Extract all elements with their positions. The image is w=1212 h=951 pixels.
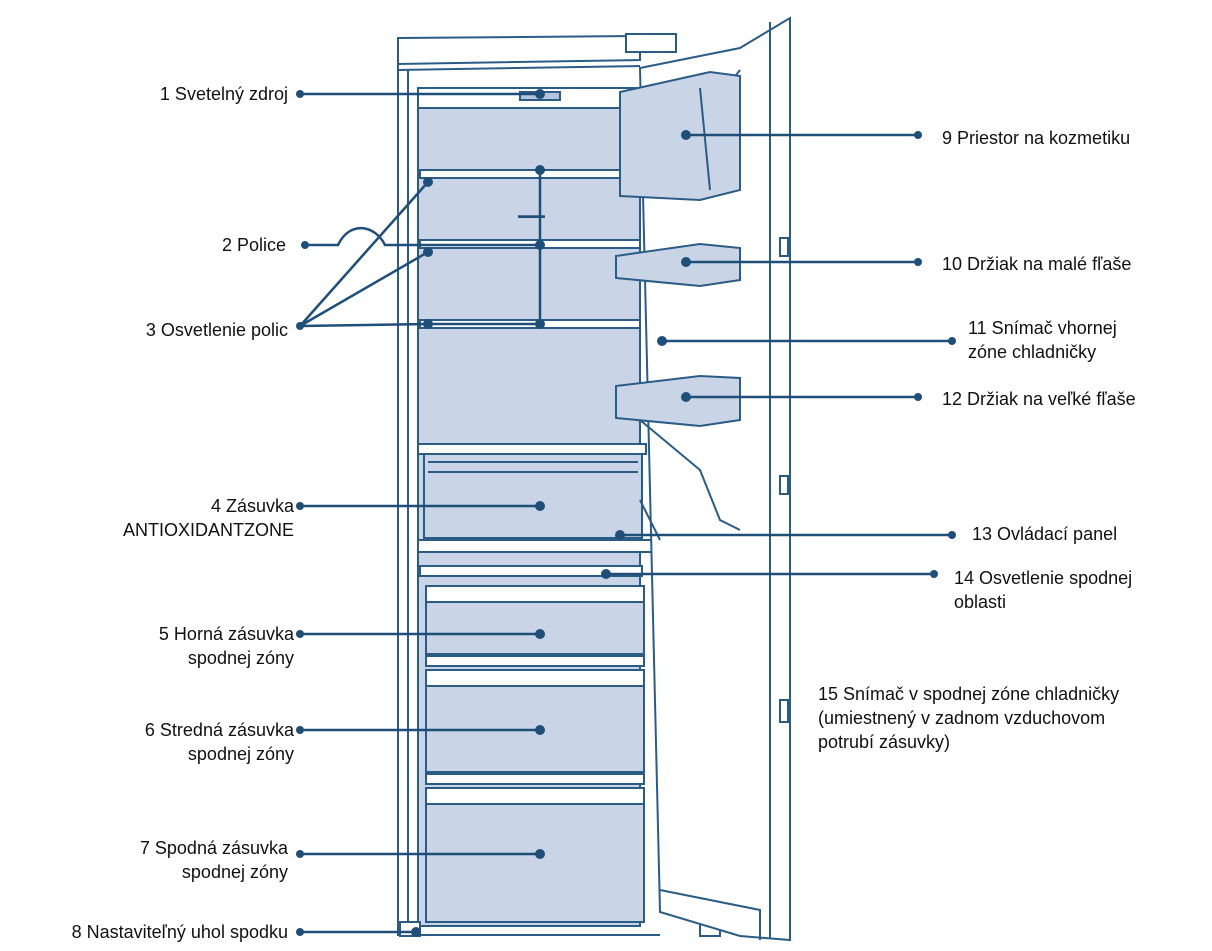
dot-1b bbox=[535, 89, 545, 99]
antioxidant-drawer bbox=[417, 443, 647, 539]
label-lower-zone-sensor: 15 Snímač v spodnej zóne chladničky (umi… bbox=[818, 684, 1120, 752]
dot-9a bbox=[681, 130, 691, 140]
dot-11b bbox=[948, 337, 956, 345]
dot-14a bbox=[601, 569, 611, 579]
dot-8a bbox=[296, 928, 304, 936]
dot-3a bbox=[296, 322, 304, 330]
dot-11a bbox=[657, 336, 667, 346]
label-light-source: 1 Svetelný zdroj bbox=[159, 84, 288, 104]
label-small-bottle-holder: 10 Držiak na malé fľaše bbox=[942, 254, 1132, 274]
dot-12b bbox=[914, 393, 922, 401]
dot-7b bbox=[535, 849, 545, 859]
label-cosmetics-compartment: 9 Priestor na kozmetiku bbox=[942, 128, 1131, 148]
callout-lines bbox=[299, 92, 952, 934]
dot-3c bbox=[423, 247, 433, 257]
label-upper-drawer: 5 Horná zásuvka spodnej zóny bbox=[158, 624, 294, 668]
dot-2c bbox=[535, 240, 545, 250]
dot-6a bbox=[296, 726, 304, 734]
dot-5b bbox=[535, 629, 545, 639]
label-lower-area-lighting: 14 Osvetlenie spodnej oblasti bbox=[954, 568, 1133, 612]
fridge-door bbox=[615, 16, 791, 942]
dot-6b bbox=[535, 725, 545, 735]
label-shelves: 2 Police bbox=[221, 235, 286, 255]
callout-dots bbox=[296, 89, 956, 937]
dot-8b bbox=[411, 927, 421, 937]
label-shelf-lighting: 3 Osvetlenie polic bbox=[145, 320, 288, 340]
dot-12a bbox=[681, 392, 691, 402]
label-lower-drawer: 7 Spodná zásuvka spodnej zóny bbox=[139, 838, 288, 882]
lower-drawers bbox=[419, 565, 645, 923]
dot-13b bbox=[948, 531, 956, 539]
dot-1a bbox=[296, 90, 304, 98]
dot-2b bbox=[535, 165, 545, 175]
dot-5a bbox=[296, 630, 304, 638]
dot-13a bbox=[615, 530, 625, 540]
dot-10a bbox=[681, 257, 691, 267]
dot-4b bbox=[535, 501, 545, 511]
dot-3d bbox=[423, 319, 433, 329]
dot-10b bbox=[914, 258, 922, 266]
dot-3b bbox=[423, 177, 433, 187]
dot-4a bbox=[296, 502, 304, 510]
label-middle-drawer: 6 Stredná zásuvka spodnej zóny bbox=[144, 720, 294, 764]
dot-7a bbox=[296, 850, 304, 858]
dot-9b bbox=[914, 131, 922, 139]
label-antioxidant-drawer: 4 Zásuvka ANTIOXIDANTZONE bbox=[122, 496, 294, 540]
dot-14b bbox=[930, 570, 938, 578]
dot-2d bbox=[535, 319, 545, 329]
label-upper-zone-sensor: 11 Snímač vhornej zóne chladničky bbox=[968, 318, 1117, 362]
label-adjustable-base: 8 Nastaviteľný uhol spodku bbox=[71, 922, 288, 942]
brand-mark: ▬▬▬ bbox=[518, 210, 545, 220]
dot-2a bbox=[301, 241, 309, 249]
label-control-panel: 13 Ovládací panel bbox=[972, 524, 1118, 544]
label-large-bottle-holder: 12 Držiak na veľké fľaše bbox=[942, 389, 1136, 409]
